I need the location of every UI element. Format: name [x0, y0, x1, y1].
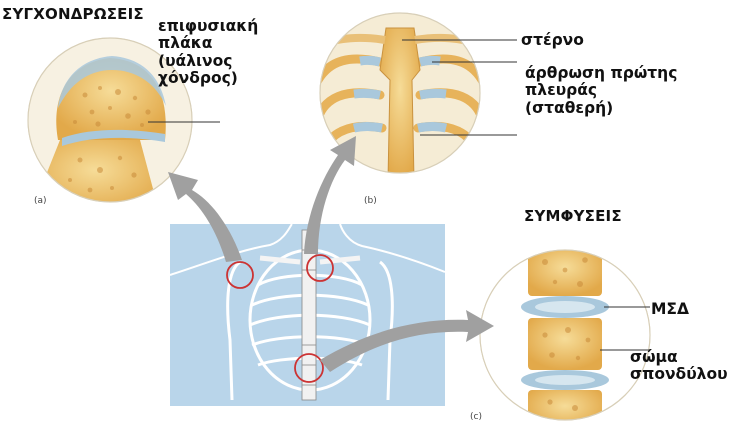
- blank-box-b-bottom: [517, 128, 634, 152]
- arrow-to-panel-b: [304, 136, 356, 254]
- arrow-to-panel-c: [320, 310, 494, 372]
- skeleton-torso: [169, 223, 446, 406]
- panel-a-caption: (a): [34, 196, 47, 206]
- vertebral-body-label: σώμα σπονδύλου: [630, 348, 728, 384]
- blank-box-b-top: [517, 20, 634, 48]
- blank-box-a: [222, 110, 288, 184]
- disc-label: ΜΣΔ: [651, 300, 690, 318]
- panel-a-bone-end: [27, 37, 193, 203]
- arrow-to-panel-a: [168, 172, 242, 262]
- epiphyseal-plate-label: επιφυσιακή πλάκα (υάλινος χόνδρος): [158, 17, 259, 88]
- arrows: [168, 136, 494, 372]
- panel-b-caption: (b): [364, 196, 377, 206]
- blank-box-c-top: [650, 286, 734, 308]
- sternum-label: στέρνο: [521, 31, 584, 49]
- symphyses-title: ΣΥΜΦΥΣΕΙΣ: [524, 207, 622, 225]
- first-rib-joint-label: άρθρωση πρώτης πλευράς (σταθερή): [525, 64, 678, 117]
- panel-b-sternum: [319, 12, 481, 174]
- synchondroses-title: ΣΥΓΧΟΝΔΡΩΣΕΙΣ: [2, 5, 144, 23]
- panel-c-caption: (c): [470, 412, 482, 422]
- blank-box-c: [650, 345, 734, 367]
- blank-box-a-top: [248, 62, 314, 102]
- panel-c-vertebrae: [479, 249, 651, 421]
